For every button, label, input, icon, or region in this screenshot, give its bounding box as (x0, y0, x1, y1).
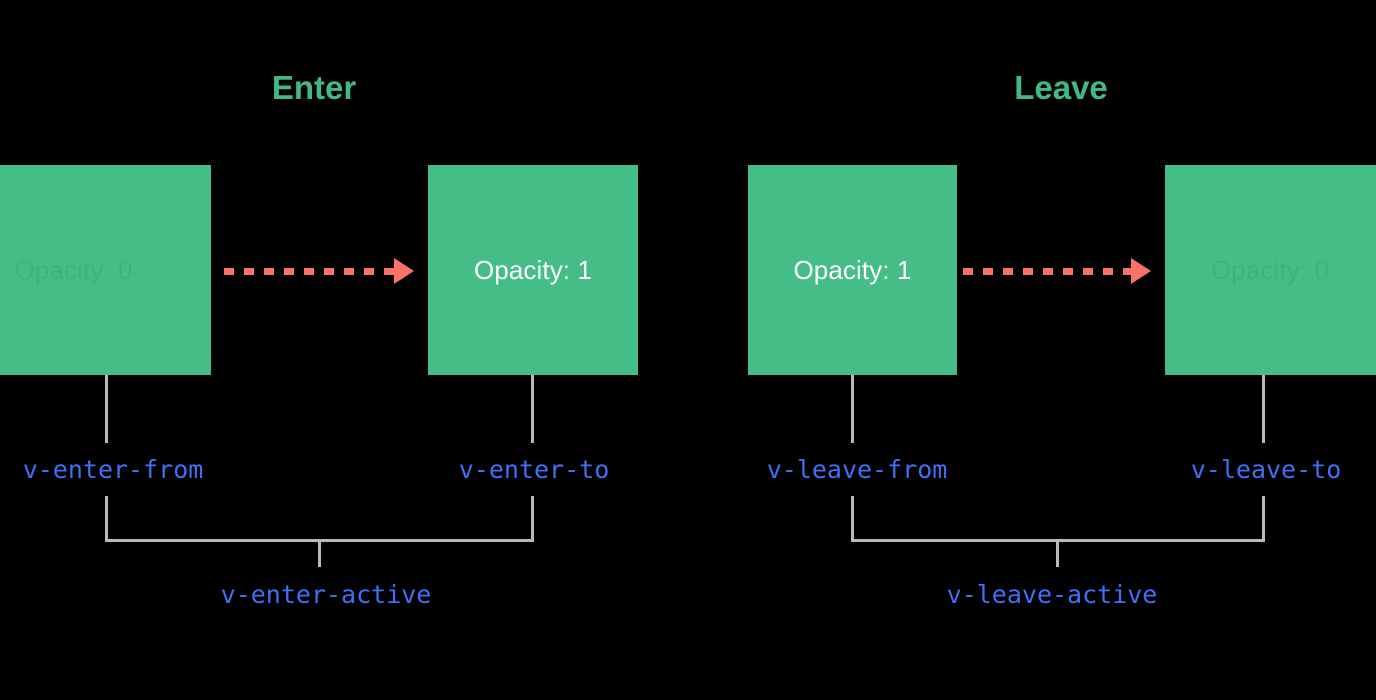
leave-to-box: Opacity: 0 (1165, 165, 1376, 375)
enter-from-connector (105, 375, 108, 443)
enter-from-box-label: Opacity: 0 (14, 255, 133, 285)
leave-bracket-right (1262, 496, 1265, 542)
enter-section-title: Enter (271, 69, 357, 106)
leave-from-box-label: Opacity: 1 (793, 255, 912, 285)
enter-from-class-label: v-enter-from (22, 455, 204, 484)
leave-from-class-label: v-leave-from (766, 455, 948, 484)
leave-to-box-label: Opacity: 0 (1210, 255, 1330, 285)
leave-arrow-head (1131, 258, 1151, 284)
leave-bracket-stem (1056, 539, 1059, 567)
enter-arrow-shaft (224, 267, 395, 275)
leave-transition-arrow-icon (963, 258, 1151, 284)
leave-to-connector (1262, 375, 1265, 443)
leave-section-title: Leave (1014, 69, 1108, 106)
enter-from-box: Opacity: 0 (0, 165, 211, 375)
enter-to-box-label: Opacity: 1 (473, 255, 593, 285)
enter-to-box: Opacity: 1 (428, 165, 638, 375)
enter-arrow-head (394, 258, 414, 284)
enter-bracket-stem (318, 539, 321, 567)
enter-bracket-left (105, 496, 108, 542)
enter-to-class-label: v-enter-to (458, 455, 610, 484)
enter-active-class-label: v-enter-active (220, 580, 432, 609)
leave-active-class-label: v-leave-active (946, 580, 1158, 609)
leave-to-class-label: v-leave-to (1190, 455, 1342, 484)
enter-bracket-right (531, 496, 534, 542)
enter-transition-arrow-icon (224, 258, 414, 284)
leave-arrow-shaft (963, 267, 1132, 275)
enter-to-connector (531, 375, 534, 443)
leave-from-connector (851, 375, 854, 443)
leave-from-box: Opacity: 1 (748, 165, 957, 375)
leave-bracket-left (851, 496, 854, 542)
